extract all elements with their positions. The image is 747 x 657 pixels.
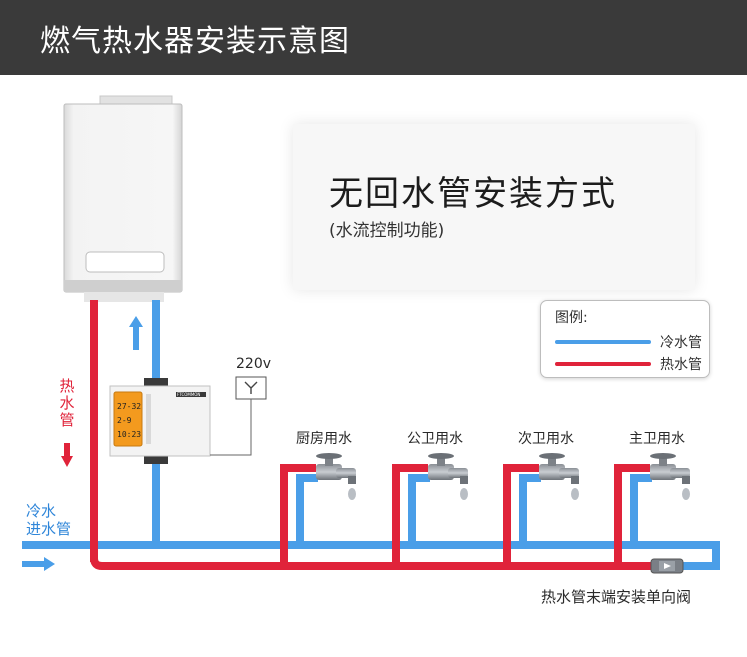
water-heater	[63, 95, 183, 302]
method-title: 无回水管安装方式	[329, 174, 617, 214]
arrow-right-icon	[22, 557, 55, 571]
arrow-up-icon	[129, 316, 143, 350]
tap-label: 厨房用水	[296, 431, 352, 447]
method-subtitle: (水流控制功能)	[329, 221, 445, 241]
power-cable	[210, 399, 252, 456]
faucet-icon	[316, 453, 356, 500]
controller-brand: FTCOMMON	[177, 392, 200, 397]
header-bar: 燃气热水器安装示意图	[0, 0, 747, 75]
legend-cold-swatch	[555, 340, 651, 344]
hot-water-riser	[90, 300, 98, 562]
legend-title: 图例:	[555, 310, 588, 326]
tap-label: 公卫用水	[407, 431, 463, 447]
legend-hot-label: 热水管	[660, 357, 702, 373]
method-card: 无回水管安装方式 (水流控制功能)	[293, 124, 695, 290]
tap-branches	[280, 464, 652, 570]
check-valve	[650, 558, 684, 574]
lcd-screen	[113, 391, 143, 447]
power-label: 220v	[236, 356, 272, 372]
cold-inlet-label-line2: 进水管	[26, 520, 72, 538]
arrow-down-icon	[61, 443, 73, 467]
legend: 图例: 冷水管 热水管	[540, 300, 710, 378]
page-title: 燃气热水器安装示意图	[40, 24, 350, 59]
cold-water-loop-pipe	[712, 541, 720, 567]
hot-pipe-label: 热 水 管	[59, 377, 75, 429]
cold-return-segment	[680, 562, 720, 570]
flow-controller	[109, 378, 211, 464]
cold-water-main-pipe	[22, 541, 712, 549]
cold-inlet-label-line1: 冷水	[26, 502, 57, 520]
faucet-icon	[650, 453, 690, 500]
lcd-line: 2-9	[117, 416, 132, 425]
legend-cold-label: 冷水管	[660, 335, 702, 351]
faucet-icon	[428, 453, 468, 500]
lcd-line: 10:23	[117, 430, 141, 439]
faucet-icon	[539, 453, 579, 500]
tap-label: 主卫用水	[629, 431, 685, 447]
lcd-line: 27-32	[117, 402, 141, 411]
valve-note: 热水管末端安装单向阀	[541, 588, 692, 606]
hot-water-main-pipe	[90, 557, 655, 570]
legend-hot-swatch	[555, 362, 651, 366]
tap-label: 次卫用水	[518, 431, 574, 447]
